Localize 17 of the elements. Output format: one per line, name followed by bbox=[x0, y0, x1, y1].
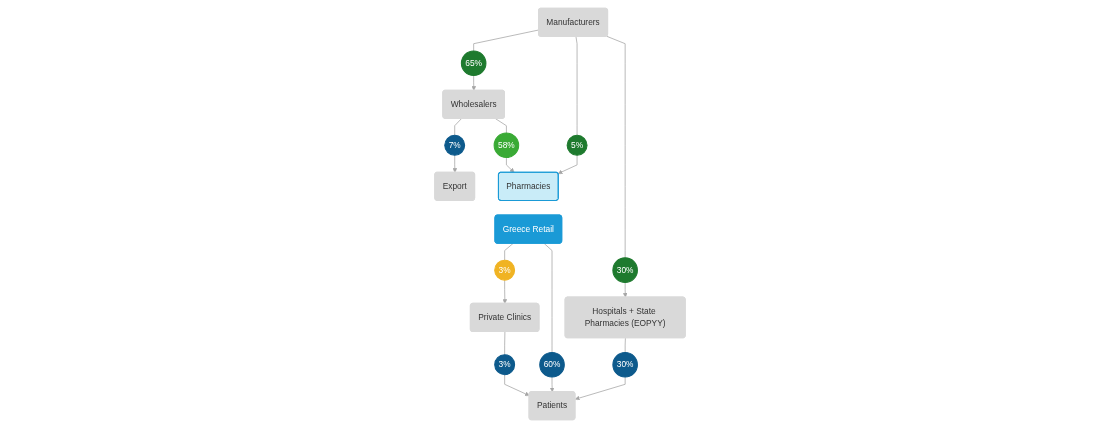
node-circle: 30% bbox=[612, 351, 638, 378]
node-circle: 65% bbox=[460, 50, 487, 77]
node-circle: 30% bbox=[612, 257, 638, 283]
connector bbox=[543, 243, 553, 353]
connector bbox=[575, 36, 578, 136]
connector bbox=[606, 35, 626, 259]
connector bbox=[624, 337, 626, 353]
node-circle: 60% bbox=[539, 351, 565, 378]
node-circle: 58% bbox=[493, 132, 520, 159]
connector bbox=[495, 118, 507, 134]
node-circle: 5% bbox=[566, 134, 588, 156]
node-circle: 3% bbox=[494, 259, 516, 281]
connector bbox=[504, 243, 514, 261]
connector bbox=[454, 118, 462, 136]
connector bbox=[504, 331, 506, 356]
node-circle: 7% bbox=[444, 134, 466, 156]
node-circle: 3% bbox=[494, 354, 516, 376]
